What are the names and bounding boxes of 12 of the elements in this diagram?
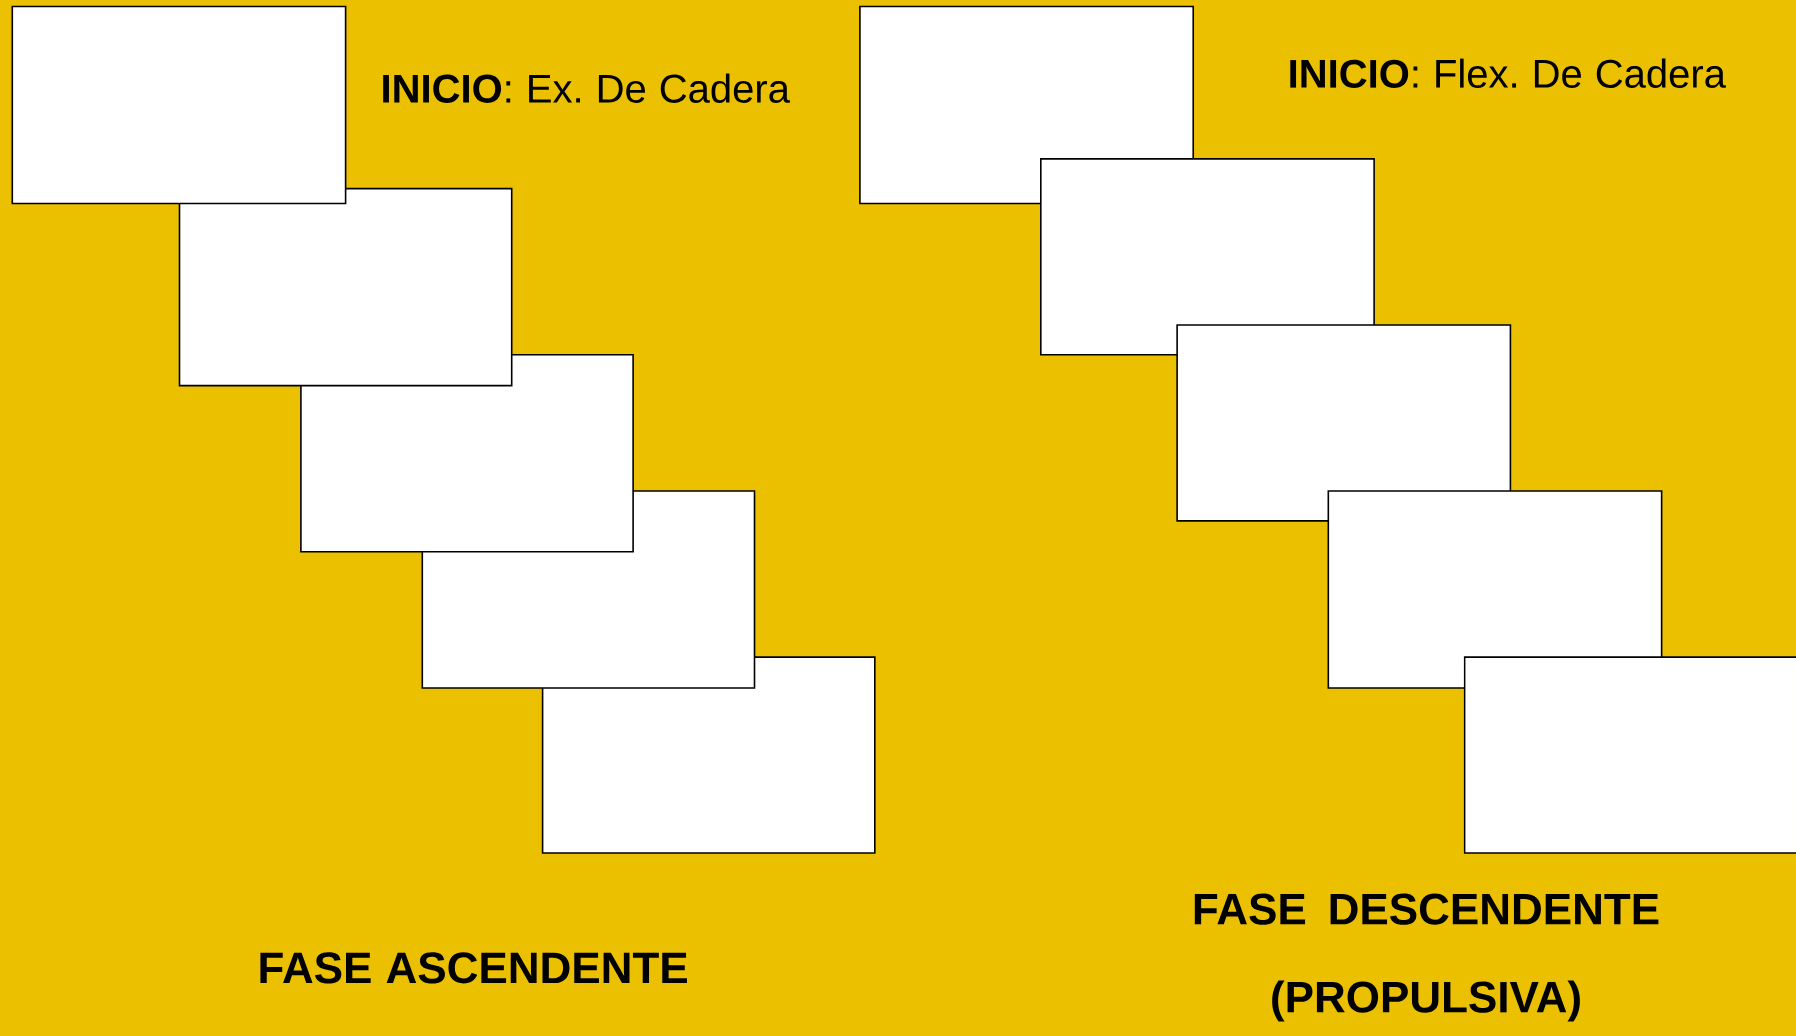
start-label: INICIO: Ex. De Cadera [383, 73, 790, 103]
picture-frame [1176, 324, 1512, 522]
picture-frame [178, 187, 513, 387]
phase-heading: FASE DESCENDENTE (PROPULSIVA) [1194, 893, 1659, 1022]
picture-frame [1040, 158, 1375, 356]
phase-heading: FASE ASCENDENTE [260, 952, 687, 984]
picture-frame [11, 5, 347, 205]
picture-frame [300, 353, 634, 553]
picture-frame [1463, 656, 1796, 854]
picture-frame [541, 656, 876, 854]
start-label: INICIO: Flex. De Cadera [1290, 58, 1726, 88]
picture-frame [1327, 490, 1663, 689]
